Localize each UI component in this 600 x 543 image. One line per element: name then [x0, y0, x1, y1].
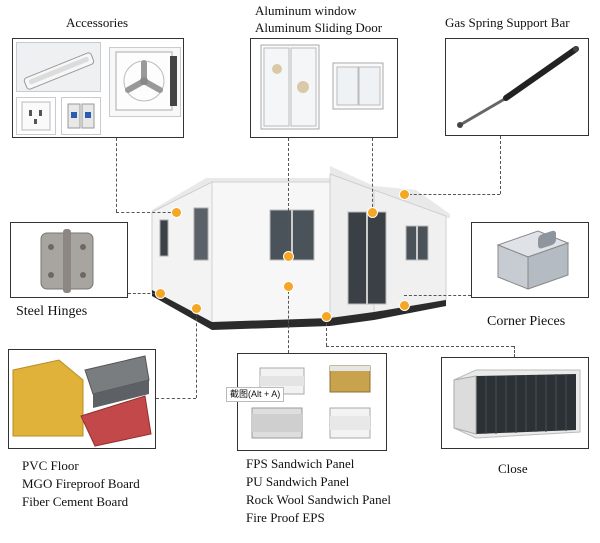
- callout-dot-floor: [192, 304, 201, 313]
- steel-hinges-label: Steel Hinges: [16, 304, 88, 319]
- closed-container-image: [453, 369, 581, 439]
- exhaust-fan-image: [109, 47, 181, 117]
- corner-pieces-label: Corner Pieces: [487, 314, 566, 329]
- window-door-frame: [250, 38, 398, 138]
- connector-line: [128, 293, 160, 294]
- callout-dot-corner: [400, 301, 409, 310]
- panel-item-1: PU Sandwich Panel: [246, 474, 350, 489]
- connector-line: [326, 346, 514, 347]
- closed-container-frame: [441, 357, 589, 449]
- connector-line: [288, 138, 289, 256]
- circuit-breaker-image: [61, 97, 101, 135]
- callout-dot-door: [368, 208, 377, 217]
- callout-dot-hinges: [156, 289, 165, 298]
- floor-materials-frame: [8, 349, 156, 449]
- aluminum-door-label: Aluminum Sliding Door: [255, 20, 383, 35]
- screenshot-tooltip: 截图(Alt + A): [226, 387, 285, 402]
- connector-line: [404, 194, 500, 195]
- floor-materials-image: [12, 355, 152, 447]
- sandwich-panels-image: [251, 365, 371, 439]
- panel-item-0: FPS Sandwich Panel: [246, 456, 355, 471]
- connector-line: [514, 346, 515, 357]
- connector-line: [116, 212, 176, 213]
- connector-line: [156, 398, 196, 399]
- callout-dot-accessories: [172, 208, 181, 217]
- gas-spring-image: [457, 46, 579, 128]
- corner-piece-image: [496, 230, 570, 290]
- gas-spring-label: Gas Spring Support Bar: [445, 15, 570, 30]
- steel-hinge-image: [40, 229, 94, 293]
- connector-line: [500, 136, 501, 194]
- callout-dot-gas-spring: [400, 190, 409, 199]
- expandable-house-image: [151, 166, 450, 330]
- corner-pieces-frame: [471, 222, 589, 298]
- light-fixture-image: [16, 42, 101, 92]
- close-label: Close: [498, 461, 528, 476]
- accessories-label: Accessories: [66, 15, 129, 30]
- connector-line: [326, 318, 327, 346]
- sliding-door-image: [260, 44, 384, 130]
- steel-hinges-frame: [10, 222, 128, 298]
- gas-spring-frame: [445, 38, 589, 136]
- panel-item-2: Rock Wool Sandwich Panel: [246, 492, 391, 507]
- connector-line: [372, 138, 373, 212]
- wall-socket-image: [16, 97, 56, 135]
- panel-item-3: Fire Proof EPS: [246, 510, 325, 525]
- floor-item-1: MGO Fireproof Board: [22, 476, 140, 491]
- connector-line: [116, 138, 117, 212]
- connector-line: [404, 295, 471, 296]
- callout-dot-panels: [284, 282, 293, 291]
- callout-dot-window: [284, 252, 293, 261]
- connector-line: [288, 286, 289, 353]
- floor-item-2: Fiber Cement Board: [22, 494, 129, 509]
- connector-line: [196, 308, 197, 398]
- sandwich-panels-frame: [237, 353, 387, 451]
- callout-dot-close: [322, 312, 331, 321]
- floor-item-0: PVC Floor: [22, 458, 79, 473]
- aluminum-window-label: Aluminum window: [255, 3, 357, 18]
- accessories-frame: [12, 38, 184, 138]
